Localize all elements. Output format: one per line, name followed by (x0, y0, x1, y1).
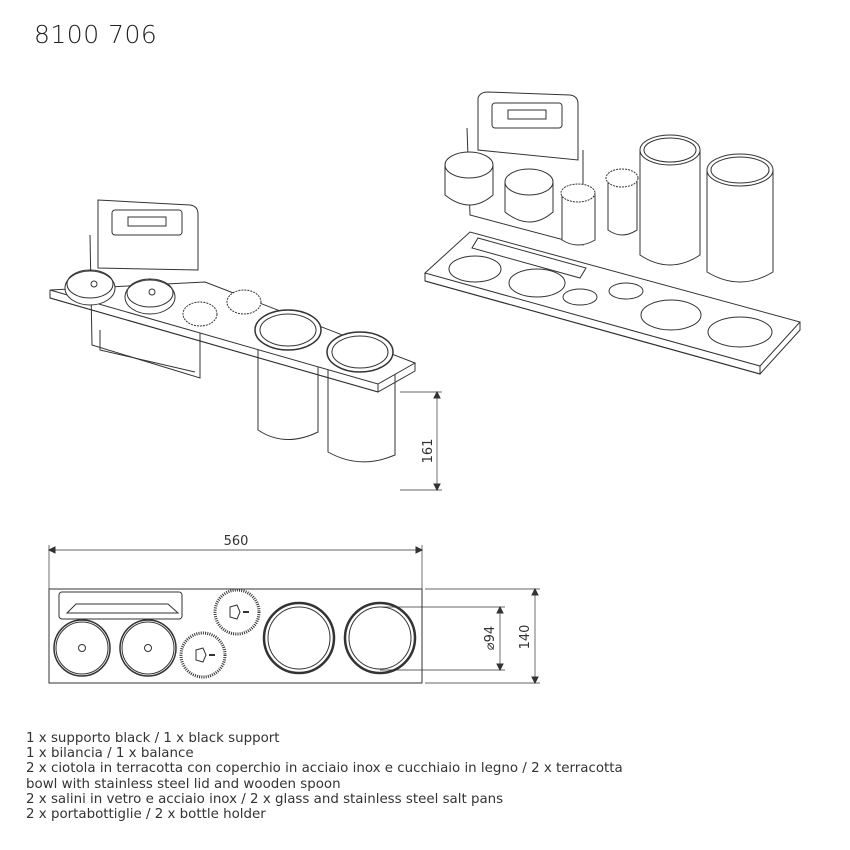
length-dimension: 560 (47, 534, 424, 589)
bowl-hole (508, 268, 566, 298)
depth-dimension-label: 140 (518, 625, 533, 650)
salt-pan (607, 180, 638, 236)
bowl-plan (119, 619, 177, 677)
depth-dimension: 140 (425, 587, 540, 685)
bottle-hole (707, 316, 773, 348)
parts-list-line: 2 x portabottiglie / 2 x bottle holder (26, 807, 266, 823)
diameter-dimension-label: ⌀94 (483, 626, 498, 650)
bowl-lid (504, 168, 554, 196)
salt-pan (182, 301, 218, 327)
bowl-lid (444, 151, 494, 179)
balance-display (507, 109, 547, 120)
diameter-dimension: ⌀94 (380, 605, 505, 672)
salt-pan (226, 289, 262, 315)
bottle-holder-cylinder (706, 170, 774, 283)
bottle-holder-ring (326, 331, 394, 373)
bowl-plan (53, 619, 111, 677)
length-dimension-label: 560 (224, 534, 249, 549)
bottle-hole (640, 299, 702, 331)
assembled-isometric-view: 161 (49, 199, 442, 492)
salt-hole (608, 282, 644, 300)
balance (491, 102, 563, 129)
bottle-holder-plan (343, 601, 417, 675)
bottle-holder-cylinder (257, 340, 319, 441)
salt-pan-plan (213, 588, 261, 636)
balance (111, 209, 183, 236)
bottle-holder-cylinder (639, 150, 701, 266)
salt-pan (561, 195, 596, 246)
parts-list-line: bowl with stainless steel lid and wooden… (26, 776, 341, 792)
balance-plan (58, 591, 183, 620)
salt-pan-plan (179, 631, 227, 679)
parts-list: 1 x supporto black / 1 x black support 1… (26, 731, 623, 822)
parts-list-line: 1 x supporto black / 1 x black support (26, 731, 280, 746)
height-dimension: 161 (400, 390, 442, 492)
salt-hole (562, 288, 598, 306)
bowl-lid (64, 270, 116, 306)
height-dimension-label: 161 (421, 439, 436, 464)
bottle-holder-ring (254, 309, 322, 351)
exploded-isometric-view (423, 91, 801, 375)
parts-list-line: 2 x salini in vetro e acciaio inox / 2 x… (26, 791, 504, 807)
balance-slot (471, 237, 587, 279)
parts-list-line: 2 x ciotola in terracotta con coperchio … (26, 761, 623, 777)
balance-display (127, 216, 167, 227)
parts-list-line: 1 x bilancia / 1 x balance (26, 746, 194, 762)
bowl-hole (448, 255, 502, 283)
product-code: 8100 706 (34, 20, 158, 49)
plan-view: 560 ⌀94 140 (47, 534, 540, 685)
bottle-holder-plan (262, 601, 336, 675)
bowl-lid (124, 279, 176, 315)
back-panel (477, 91, 579, 161)
